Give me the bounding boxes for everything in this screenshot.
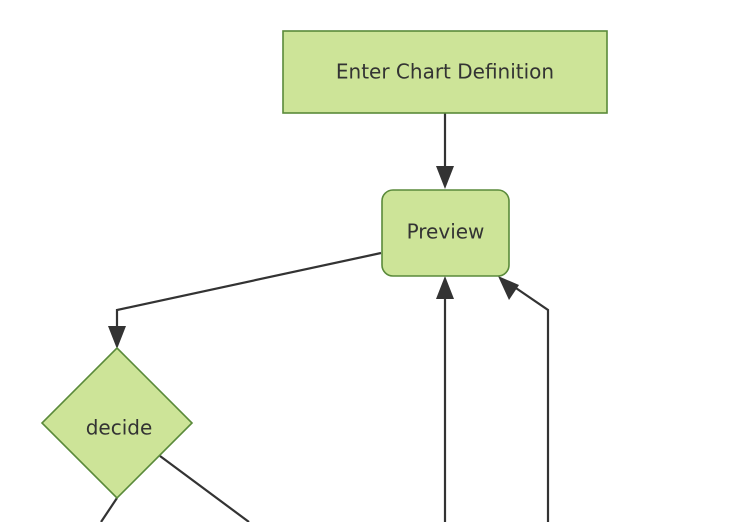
edge-decide-down-left[interactable] (100, 497, 118, 522)
node-shape-diamond (40, 346, 194, 500)
arrow-head-icon (436, 166, 454, 189)
edge-decide-down-right[interactable] (159, 455, 250, 522)
node-decide[interactable]: decide (40, 346, 194, 500)
node-label-preview: Preview (407, 220, 485, 244)
node-shape-rectangle (282, 30, 608, 114)
node-layer: Enter Chart Definition Preview decide (40, 30, 608, 500)
node-label-enter-chart-definition: Enter Chart Definition (336, 60, 554, 84)
node-label-decide: decide (86, 416, 153, 440)
node-shape-rounded-rectangle (381, 189, 510, 277)
node-enter-chart-definition[interactable]: Enter Chart Definition (282, 30, 608, 114)
node-preview[interactable]: Preview (381, 189, 510, 277)
edge-enter-to-preview[interactable] (436, 113, 454, 189)
arrow-head-icon (436, 276, 454, 299)
arrow-head-icon (108, 326, 126, 349)
edge-layer (100, 113, 550, 522)
arrow-head-icon (498, 276, 519, 300)
edge-bottom-center-to-preview[interactable] (436, 276, 454, 522)
edge-bottom-right-to-preview[interactable] (498, 276, 550, 522)
edge-preview-to-decide[interactable] (108, 251, 382, 349)
